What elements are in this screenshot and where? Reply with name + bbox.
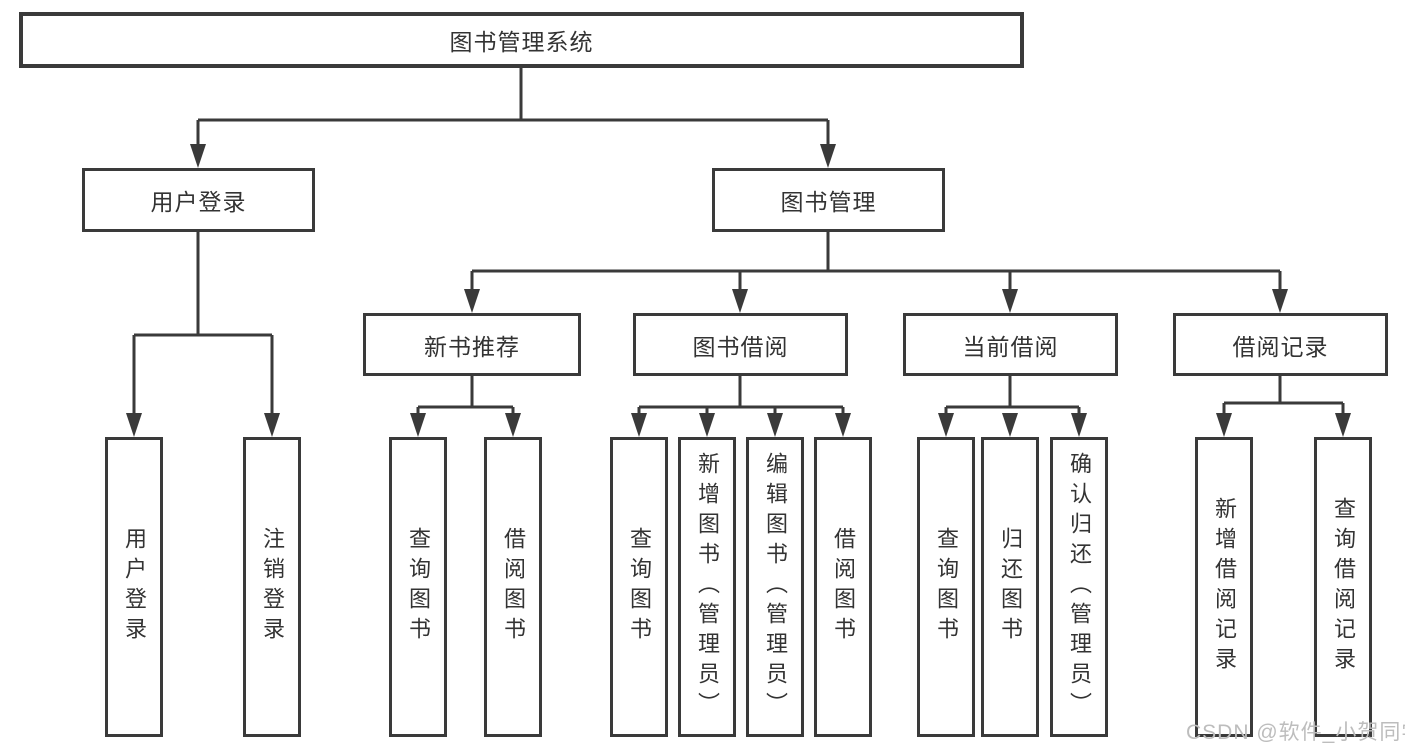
connector-borrow-to-leaves <box>637 376 845 415</box>
arrow-down-icon <box>631 413 851 437</box>
leaf-label: 注销登录 <box>260 527 285 647</box>
module-box-book-borrowing: 图书借阅 <box>633 313 848 376</box>
leaf-label: 借阅图书 <box>501 527 526 647</box>
leaf-label: 查询图书 <box>934 527 959 647</box>
module-label: 新书推荐 <box>424 333 520 360</box>
module-label: 当前借阅 <box>962 333 1059 360</box>
leaf-box-query-books: 查询图书 <box>610 437 668 737</box>
connector-userlogin-to-leaves <box>132 232 274 415</box>
root-label: 图书管理系统 <box>449 29 594 55</box>
branch-box-user-login: 用户登录 <box>82 168 315 232</box>
leaf-box-borrow-books: 借阅图书 <box>484 437 542 737</box>
leaf-box-borrow-books: 借阅图书 <box>814 437 872 737</box>
leaf-label: 用户登录 <box>122 527 147 647</box>
leaf-box-confirm-return-admin: 确认归还（管理员） <box>1050 437 1108 737</box>
root-box-library-system: 图书管理系统 <box>19 12 1024 68</box>
module-label: 借阅记录 <box>1232 333 1329 360</box>
connector-newbook-to-leaves <box>416 376 515 415</box>
leaf-label: 编辑图书（管理员） <box>763 452 788 722</box>
connector-bookmgmt-to-level3 <box>470 232 1282 291</box>
arrow-down-icon <box>464 289 1288 313</box>
leaf-box-user-login: 用户登录 <box>105 437 163 737</box>
leaf-box-add-books-admin: 新增图书（管理员） <box>678 437 736 737</box>
leaf-box-query-borrow-record: 查询借阅记录 <box>1314 437 1372 737</box>
arrow-down-icon <box>1216 413 1351 437</box>
leaf-label: 查询图书 <box>627 527 652 647</box>
connector-current-to-leaves <box>944 376 1081 415</box>
module-box-current-borrowing: 当前借阅 <box>903 313 1118 376</box>
leaf-label: 查询借阅记录 <box>1331 497 1356 677</box>
arrow-down-icon <box>126 413 280 437</box>
leaf-label: 查询图书 <box>406 527 431 647</box>
leaf-label: 借阅图书 <box>831 527 856 647</box>
csdn-watermark: CSDN @软件_小贺同学 <box>1186 721 1405 744</box>
module-label: 图书借阅 <box>692 333 789 360</box>
arrow-down-icon <box>938 413 1087 437</box>
branch-label: 图书管理 <box>780 189 877 215</box>
leaf-box-add-borrow-record: 新增借阅记录 <box>1195 437 1253 737</box>
leaf-label: 新增图书（管理员） <box>695 452 720 722</box>
leaf-label: 归还图书 <box>998 527 1023 647</box>
leaf-box-query-books: 查询图书 <box>389 437 447 737</box>
leaf-box-query-books: 查询图书 <box>917 437 975 737</box>
branch-box-book-management: 图书管理 <box>712 168 945 232</box>
leaf-label: 新增借阅记录 <box>1212 497 1237 677</box>
connector-records-to-leaves <box>1222 376 1345 415</box>
connector-root-to-level2 <box>196 68 830 146</box>
leaf-box-edit-books-admin: 编辑图书（管理员） <box>746 437 804 737</box>
arrow-down-icon <box>190 144 836 168</box>
leaf-label: 确认归还（管理员） <box>1067 452 1092 722</box>
module-box-new-book-recommend: 新书推荐 <box>363 313 581 376</box>
branch-label: 用户登录 <box>150 189 247 215</box>
arrow-down-icon <box>410 413 521 437</box>
module-box-borrowing-records: 借阅记录 <box>1173 313 1388 376</box>
leaf-box-return-books: 归还图书 <box>981 437 1039 737</box>
leaf-box-logout: 注销登录 <box>243 437 301 737</box>
